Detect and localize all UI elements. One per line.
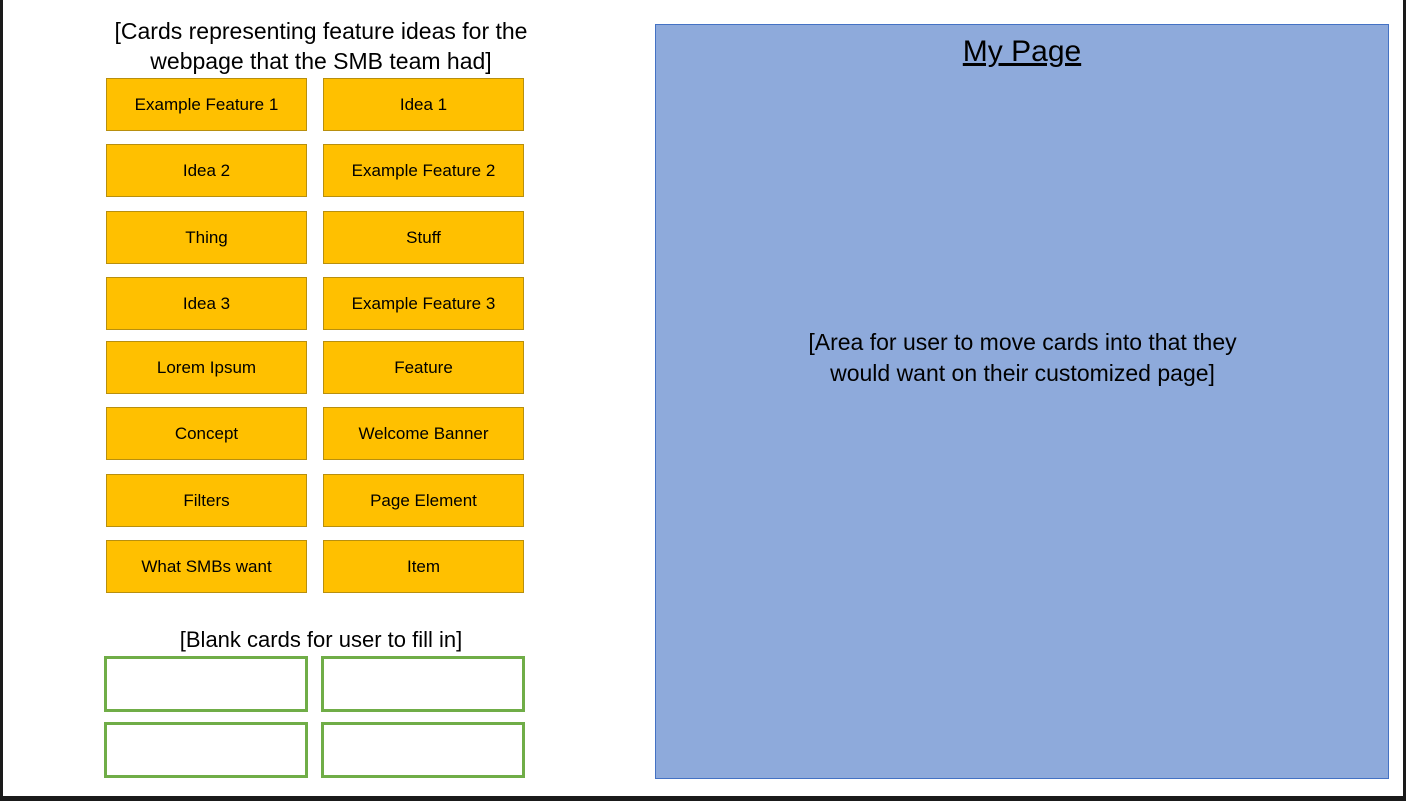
blank-cards-heading: [Blank cards for user to fill in] (179, 627, 463, 652)
feature-card-example-feature-3[interactable]: Example Feature 3 (323, 277, 524, 330)
blank-card-1[interactable] (104, 656, 308, 712)
my-page-drop-area[interactable]: My Page [Area for user to move cards int… (655, 24, 1389, 779)
feature-card-concept[interactable]: Concept (106, 407, 307, 460)
feature-card-welcome-banner[interactable]: Welcome Banner (323, 407, 524, 460)
feature-card-stuff[interactable]: Stuff (323, 211, 524, 264)
feature-card-lorem-ipsum[interactable]: Lorem Ipsum (106, 341, 307, 394)
feature-card-page-element[interactable]: Page Element (323, 474, 524, 527)
cards-section-heading: [Cards representing feature ideas for th… (91, 16, 551, 76)
feature-card-feature[interactable]: Feature (323, 341, 524, 394)
feature-card-idea-3[interactable]: Idea 3 (106, 277, 307, 330)
feature-card-what-smbs-want[interactable]: What SMBs want (106, 540, 307, 593)
feature-card-idea-1[interactable]: Idea 1 (323, 78, 524, 131)
blank-card-4[interactable] (321, 722, 525, 778)
my-page-description-line-1: [Area for user to move cards into that t… (808, 329, 1237, 355)
cards-heading-line-1: [Cards representing feature ideas for th… (114, 18, 528, 44)
feature-card-example-feature-2[interactable]: Example Feature 2 (323, 144, 524, 197)
feature-card-item[interactable]: Item (323, 540, 524, 593)
feature-card-filters[interactable]: Filters (106, 474, 307, 527)
feature-card-thing[interactable]: Thing (106, 211, 307, 264)
my-page-description: [Area for user to move cards into that t… (756, 327, 1289, 389)
feature-card-example-feature-1[interactable]: Example Feature 1 (106, 78, 307, 131)
blank-card-2[interactable] (321, 656, 525, 712)
blank-card-3[interactable] (104, 722, 308, 778)
feature-card-idea-2[interactable]: Idea 2 (106, 144, 307, 197)
cards-heading-line-2: webpage that the SMB team had] (150, 48, 492, 74)
my-page-title: My Page (962, 35, 1082, 68)
my-page-description-line-2: would want on their customized page] (830, 360, 1215, 386)
